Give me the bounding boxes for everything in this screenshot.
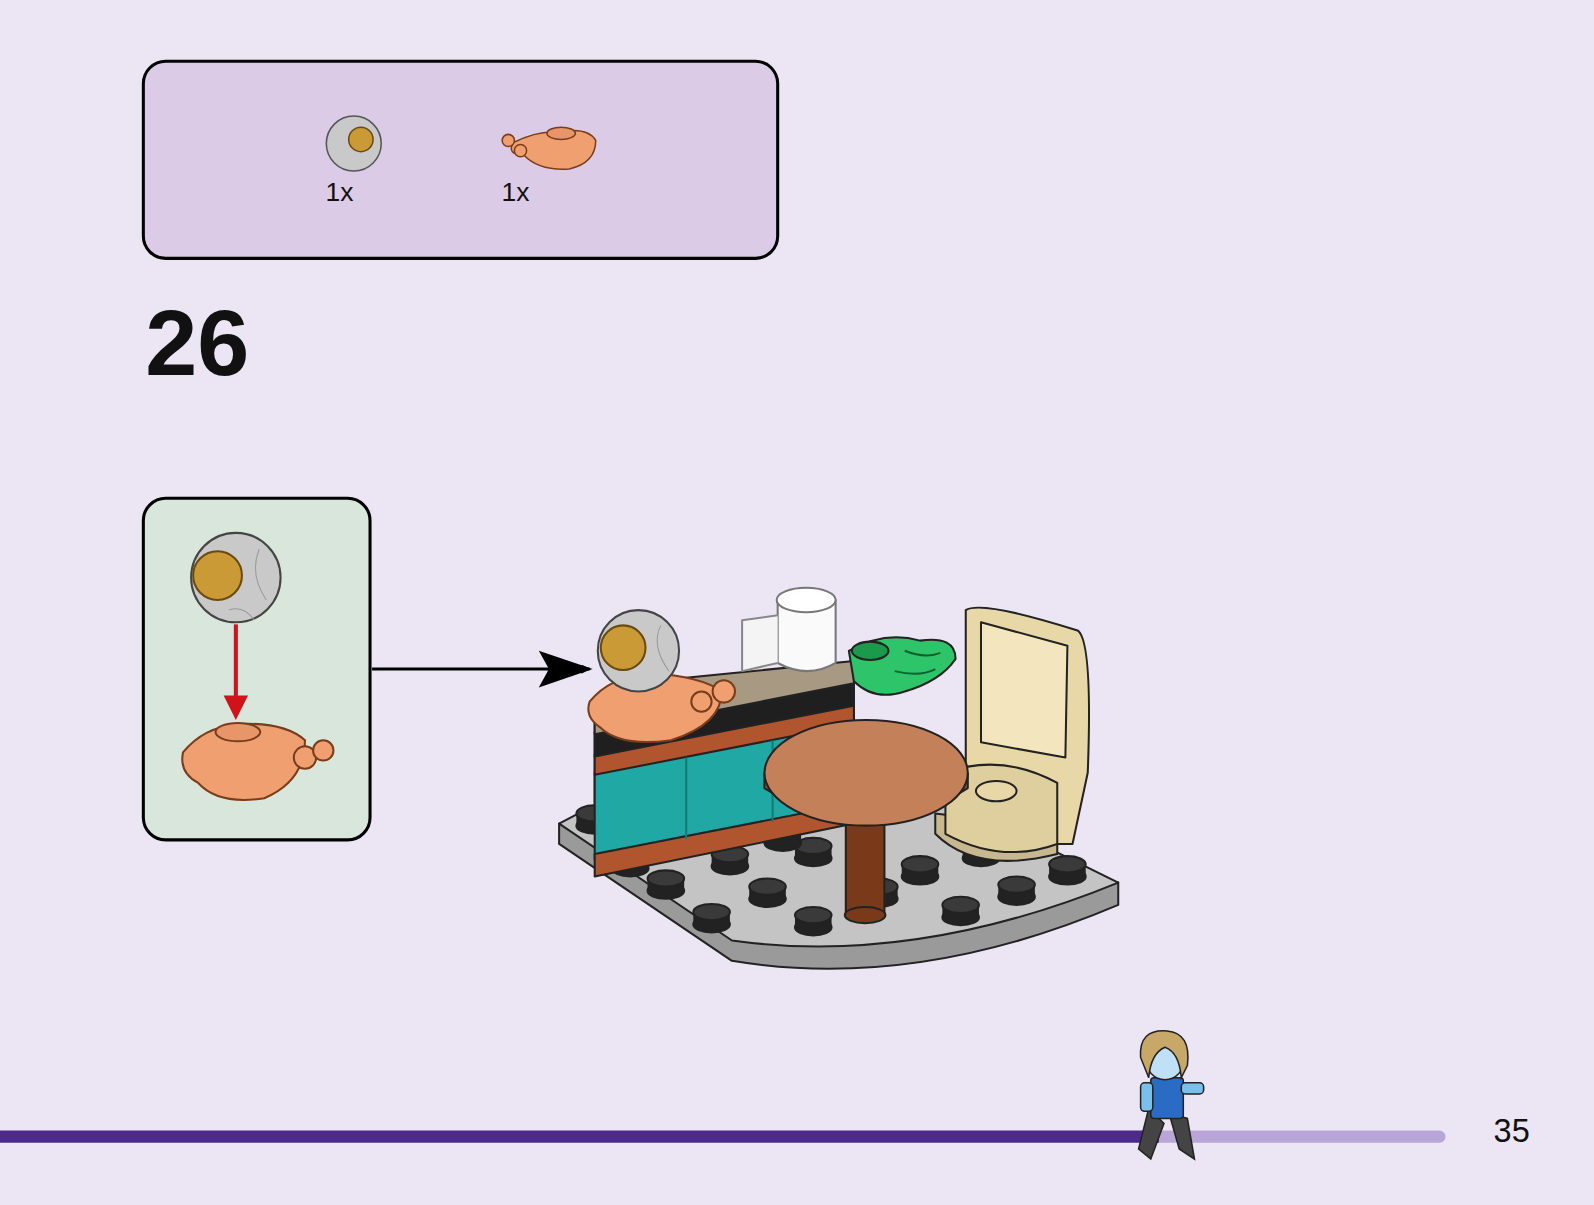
stud <box>648 870 685 898</box>
model <box>559 588 1118 969</box>
part-count: 1x <box>501 179 529 205</box>
progress-track <box>1159 1131 1440 1143</box>
stud <box>749 879 786 907</box>
part-count: 1x <box>326 179 354 205</box>
callout-arrowhead <box>539 651 593 688</box>
placement-arrow <box>234 624 238 701</box>
stud <box>693 904 730 932</box>
hand-stand-part <box>502 127 596 169</box>
stud <box>942 897 979 925</box>
minifigure <box>1139 1031 1204 1159</box>
crystal-ball-part <box>326 116 381 171</box>
stud <box>998 876 1035 904</box>
stud <box>795 907 832 935</box>
progress-fill <box>0 1131 1159 1143</box>
hand-stand <box>182 723 333 800</box>
subassembly-callout <box>143 498 370 840</box>
crystal-ball <box>191 533 280 622</box>
placement-arrowhead <box>224 696 248 720</box>
page-number: 35 <box>1494 1115 1530 1148</box>
stud <box>902 856 939 884</box>
stud <box>1049 856 1086 884</box>
step-number: 26 <box>145 296 249 390</box>
parts-panel <box>143 61 777 258</box>
